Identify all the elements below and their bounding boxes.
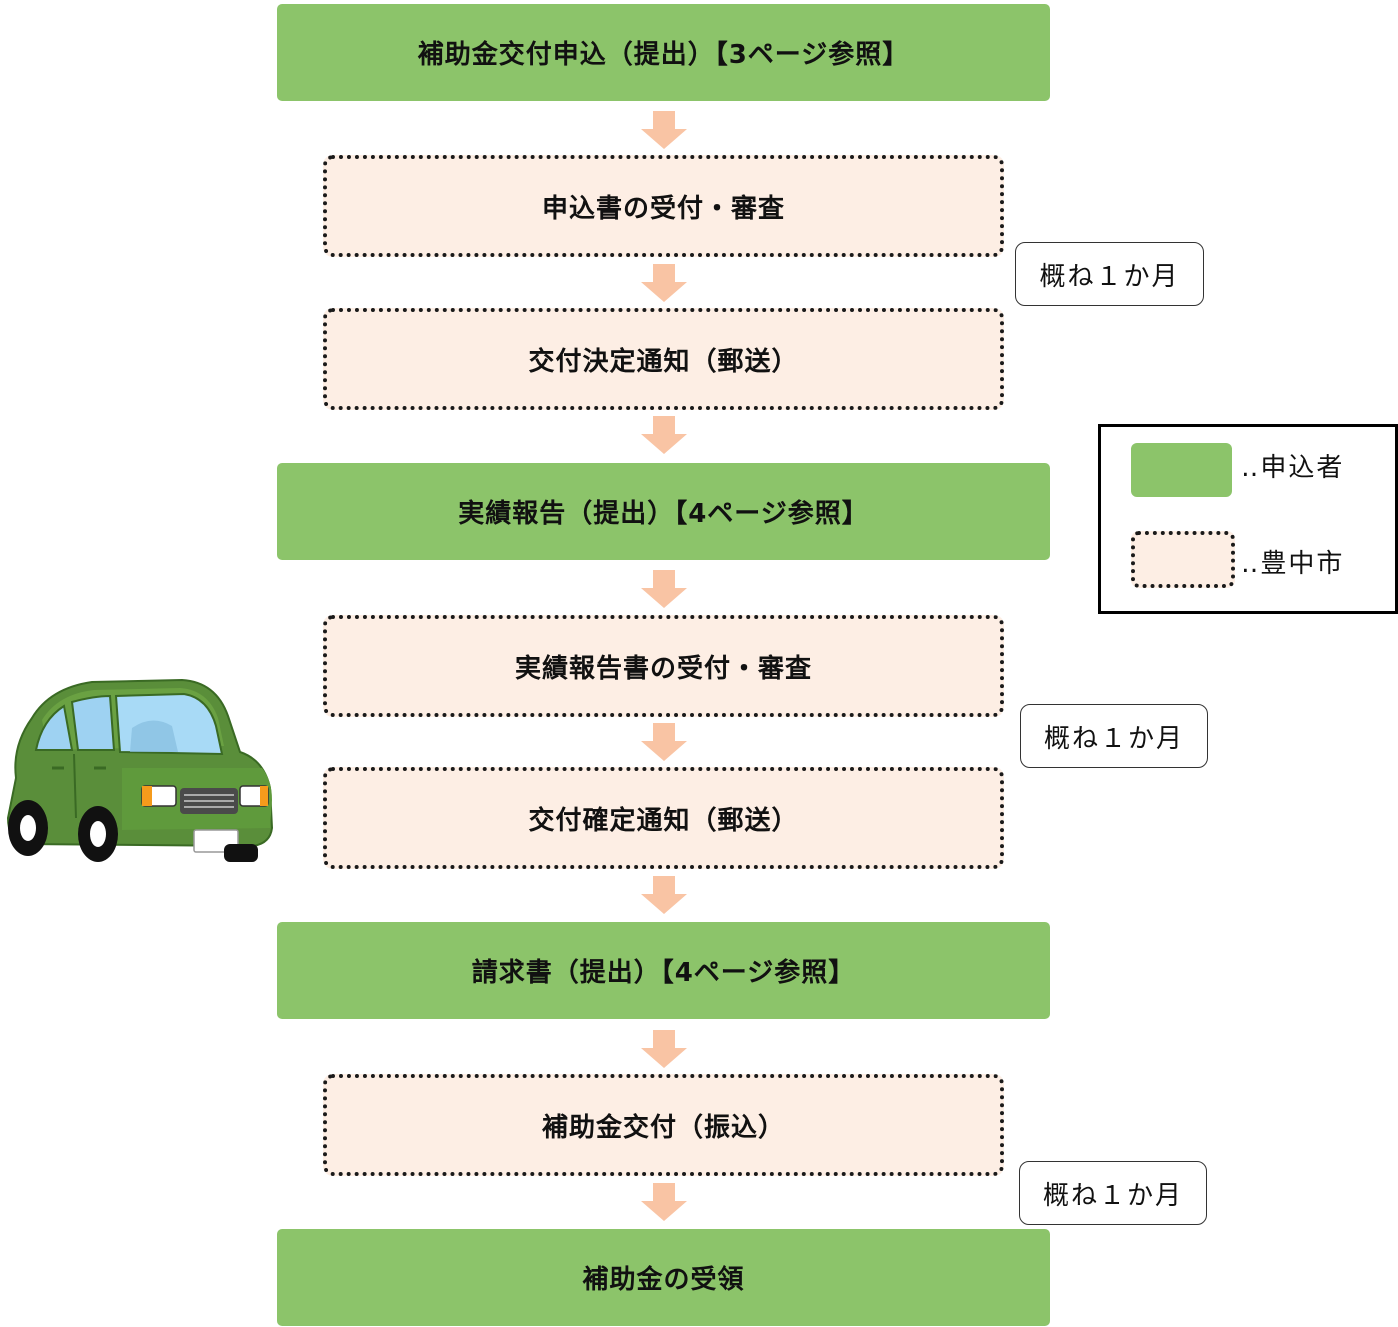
down-arrow-icon bbox=[641, 111, 687, 149]
duration-label: 概ね１か月 bbox=[1043, 723, 1184, 754]
step-application-review: 申込書の受付・審査 bbox=[323, 155, 1004, 257]
step-label: 請求書（提出）【4ページ参照】 bbox=[471, 958, 856, 988]
duration-note-2: 概ね１か月 bbox=[1020, 704, 1208, 768]
step-label: 実績報告（提出）【4ページ参照】 bbox=[458, 499, 869, 529]
step-grant-decision-notice: 交付決定通知（郵送） bbox=[323, 308, 1004, 410]
down-arrow-icon bbox=[641, 264, 687, 302]
down-arrow-icon bbox=[641, 723, 687, 761]
step-label: 補助金交付申込（提出）【3ページ参照】 bbox=[417, 40, 910, 70]
step-label: 実績報告書の受付・審査 bbox=[514, 653, 812, 684]
step-label: 申込書の受付・審査 bbox=[541, 193, 785, 224]
down-arrow-icon bbox=[641, 570, 687, 608]
down-arrow-icon bbox=[641, 1183, 687, 1221]
legend-label-applicant: ‥申込者 bbox=[1241, 453, 1345, 483]
step-grant-confirmation-notice: 交付確定通知（郵送） bbox=[323, 767, 1004, 869]
step-label: 交付確定通知（郵送） bbox=[528, 805, 799, 836]
step-performance-report: 実績報告（提出）【4ページ参照】 bbox=[277, 463, 1050, 560]
step-label: 補助金の受領 bbox=[582, 1265, 745, 1295]
legend: ‥申込者 ‥豊中市 bbox=[1098, 424, 1398, 614]
legend-label-city: ‥豊中市 bbox=[1241, 549, 1345, 579]
step-subsidy-application: 補助金交付申込（提出）【3ページ参照】 bbox=[277, 4, 1050, 101]
duration-label: 概ね１か月 bbox=[1039, 261, 1180, 292]
car-illustration-icon bbox=[6, 678, 274, 862]
step-invoice-submission: 請求書（提出）【4ページ参照】 bbox=[277, 922, 1050, 1019]
legend-swatch-city bbox=[1131, 531, 1235, 588]
step-report-review: 実績報告書の受付・審査 bbox=[323, 615, 1004, 717]
down-arrow-icon bbox=[641, 416, 687, 454]
duration-note-3: 概ね１か月 bbox=[1019, 1161, 1207, 1225]
down-arrow-icon bbox=[641, 1030, 687, 1068]
legend-swatch-applicant bbox=[1131, 443, 1232, 497]
step-subsidy-receipt: 補助金の受領 bbox=[277, 1229, 1050, 1326]
duration-label: 概ね１か月 bbox=[1042, 1180, 1183, 1211]
duration-note-1: 概ね１か月 bbox=[1015, 242, 1204, 306]
step-label: 交付決定通知（郵送） bbox=[528, 346, 799, 377]
down-arrow-icon bbox=[641, 876, 687, 914]
step-subsidy-payment: 補助金交付（振込） bbox=[323, 1074, 1004, 1176]
step-label: 補助金交付（振込） bbox=[541, 1112, 785, 1143]
